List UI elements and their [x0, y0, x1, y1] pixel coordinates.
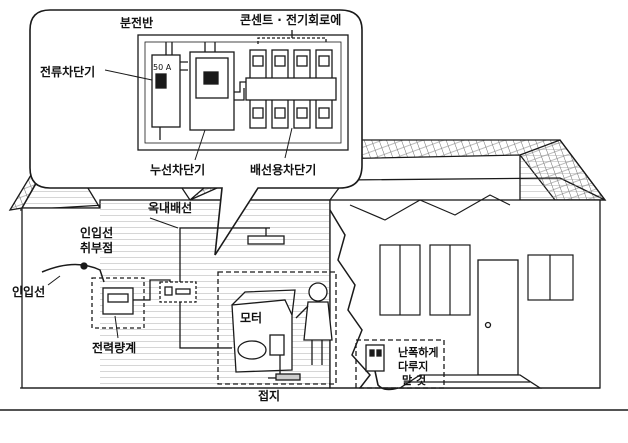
- windows: [379, 244, 574, 316]
- label-warning-1: 난폭하게: [398, 345, 438, 359]
- label-branch-breakers: 배선용차단기: [250, 162, 316, 177]
- label-ground: 접지: [258, 388, 280, 403]
- label-main-breaker: 전류차단기: [40, 64, 95, 79]
- label-outlet-circuits: 콘센트 · 전기회로에: [240, 12, 341, 27]
- main-breaker: [151, 42, 181, 140]
- distribution-panel: [137, 30, 349, 151]
- cutaway-edge: [329, 209, 371, 389]
- service-equipment: [41, 227, 270, 349]
- label-electric-meter: 전력량계: [92, 340, 136, 355]
- label-service-connection-2: 취부점: [80, 240, 113, 255]
- label-ground-fault-breaker: 누선차단기: [150, 162, 205, 177]
- label-indoor-wiring: 옥내배선: [148, 200, 192, 215]
- label-service-drop: 인입선: [12, 284, 45, 299]
- label-panel-title: 분전반: [120, 15, 153, 30]
- label-breaker-rating: 50 A: [153, 63, 172, 72]
- label-warning-2: 다루지: [398, 359, 428, 373]
- outlet-area: [355, 339, 445, 391]
- label-warning-3: 말 것: [402, 373, 426, 387]
- label-motor: 모터: [240, 310, 262, 325]
- label-service-connection-1: 인입선: [80, 225, 113, 240]
- ground-fault-breaker: [189, 42, 235, 131]
- branch-breakers: [245, 49, 337, 129]
- leader-lines: [47, 69, 293, 339]
- appliance-area: [217, 271, 337, 385]
